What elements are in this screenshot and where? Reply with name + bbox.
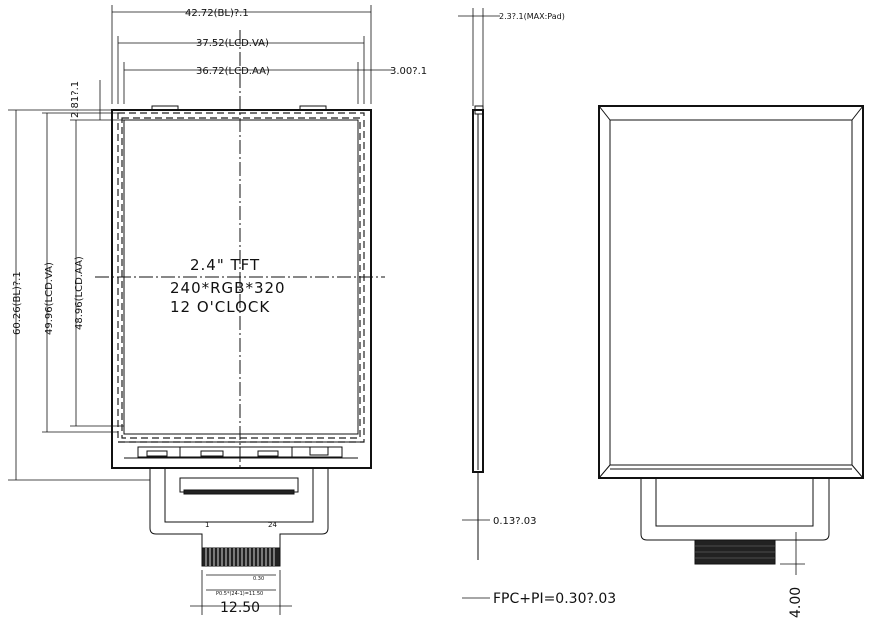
fpc-dimensions: 0.30 P0.5*(24-1)=11.50 12.50 (190, 570, 292, 616)
back-outline (598, 105, 864, 479)
back-fpc-tail (640, 478, 830, 543)
dim-bl-height: 60.26(BL)?.1 (12, 271, 23, 335)
dim-bl-width: 42.72(BL)?.1 (185, 8, 249, 19)
pin-last-label: 24 (268, 521, 277, 529)
dim-back-length: 4.00 (788, 587, 804, 618)
dim-va-height: 49.96(LCD.VA) (44, 262, 55, 335)
dim-fpc-thickness: 0.13?.03 (493, 516, 536, 527)
side-view: 2.3?.1(MAX:Pad) 0.13?.03 FPC+PI=0.30?.03 (458, 8, 616, 607)
front-view: 1 24 2.4" TFT 240*RGB*320 12 O'CLOCK 42.… (8, 5, 427, 616)
left-dimensions: 60.26(BL)?.1 49.96(LCD.VA) 48.96(LCD.AA)… (8, 80, 150, 481)
dim-pitch-small: 0.30 (253, 576, 264, 582)
back-view: 4.00 (598, 105, 864, 618)
title-line-resolution: 240*RGB*320 (170, 279, 286, 297)
title-line-orientation: 12 O'CLOCK (170, 298, 270, 316)
dim-pitch-note: P0.5*(24-1)=11.50 (216, 591, 263, 597)
dim-fpc-pi: FPC+PI=0.30?.03 (493, 591, 616, 607)
dim-va-width: 37.52(LCD.VA) (196, 38, 269, 49)
dim-aa-width: 36.72(LCD.AA) (196, 66, 270, 77)
dim-fpc-width: 12.50 (220, 600, 260, 616)
fpc-gold-fingers (201, 547, 281, 567)
pin-first-label: 1 (205, 521, 209, 529)
dim-side-thickness: 2.3?.1(MAX:Pad) (499, 12, 565, 21)
dim-aa-height: 48.96(LCD.AA) (74, 256, 85, 330)
dim-right-offset: 3.00?.1 (390, 66, 427, 77)
fpc-tail (149, 468, 329, 549)
dim-top-offset: 2.81?.1 (70, 81, 81, 118)
backlight-outline (111, 109, 372, 469)
title-line-size: 2.4" TFT (190, 256, 260, 274)
top-dimensions: 42.72(BL)?.1 37.52(LCD.VA) 36.72(LCD.AA)… (111, 5, 427, 104)
